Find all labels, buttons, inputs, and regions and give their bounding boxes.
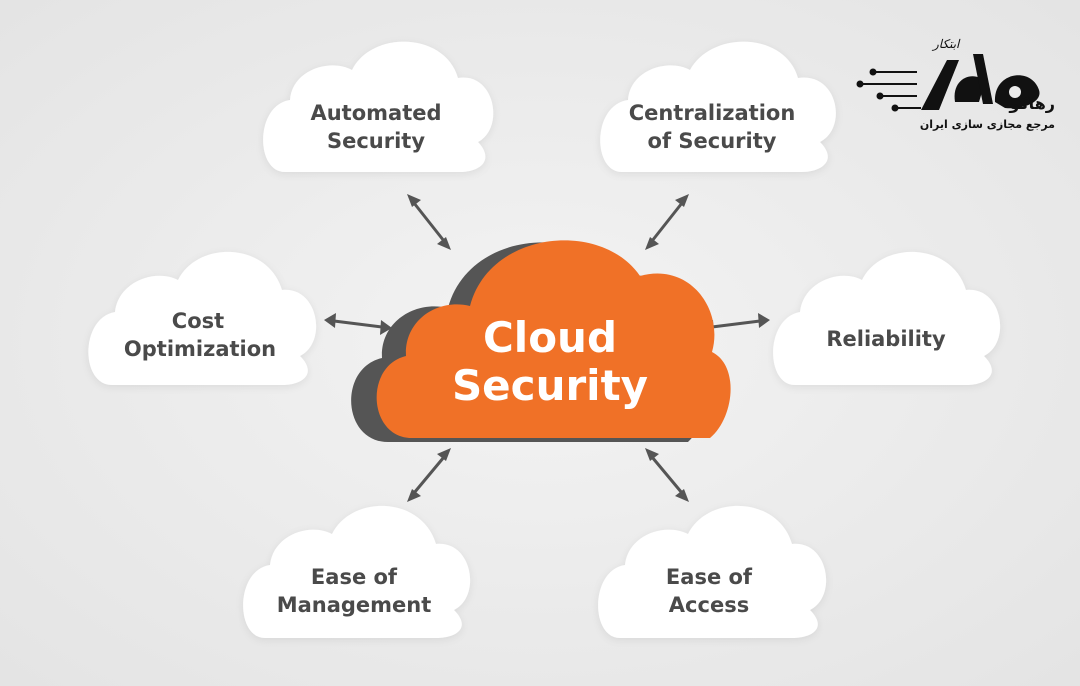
- node-label-line2: Security: [327, 129, 425, 153]
- node-label-line1: Automated: [310, 101, 441, 125]
- double-arrow-icon: [407, 194, 451, 250]
- center-label-line2: Security: [452, 361, 648, 410]
- node-label-line2: Access: [669, 593, 749, 617]
- center-cloud-security: Cloud Security: [351, 240, 731, 442]
- logo-tagline: مرجع مجازی سازی ایران: [919, 118, 1055, 131]
- node-cost-optimization: Cost Optimization: [88, 251, 317, 385]
- logo-icon: ابتکار: [856, 37, 1040, 112]
- node-label-line2: of Security: [648, 129, 777, 153]
- brand-logo: ابتکار رهاکو مرجع مجازی سازی ایران: [855, 32, 1055, 147]
- logo-script: ابتکار: [931, 37, 961, 51]
- double-arrow-icon: [645, 194, 689, 250]
- cloud-icon: [243, 505, 471, 638]
- connector-arrows: [324, 194, 770, 502]
- center-label-line1: Cloud: [483, 313, 617, 362]
- node-centralization-of-security: Centralization of Security: [600, 41, 836, 173]
- node-label-line1: Cost: [172, 309, 224, 333]
- double-arrow-icon: [407, 448, 451, 502]
- cloud-icon: [773, 251, 1001, 385]
- node-reliability: Reliability: [773, 251, 1001, 385]
- node-ease-of-access: Ease of Access: [598, 505, 827, 638]
- double-arrow-icon: [645, 448, 689, 502]
- node-label-line2: Optimization: [124, 337, 276, 361]
- cloud-icon: [598, 505, 827, 638]
- cloud-icon: [600, 41, 836, 173]
- node-ease-of-management: Ease of Management: [243, 505, 471, 638]
- node-label-line1: Centralization: [629, 101, 796, 125]
- cloud-icon: [376, 240, 731, 438]
- node-label: Reliability: [826, 327, 946, 351]
- double-arrow-icon: [324, 313, 392, 335]
- node-label-line2: Management: [277, 593, 432, 617]
- node-label-line1: Ease of: [311, 565, 398, 589]
- node-label-line1: Ease of: [666, 565, 753, 589]
- cloud-icon: [88, 251, 317, 385]
- cloud-icon: [263, 41, 494, 173]
- logo-brand: رهاکو: [1009, 94, 1055, 113]
- node-automated-security: Automated Security: [263, 41, 494, 173]
